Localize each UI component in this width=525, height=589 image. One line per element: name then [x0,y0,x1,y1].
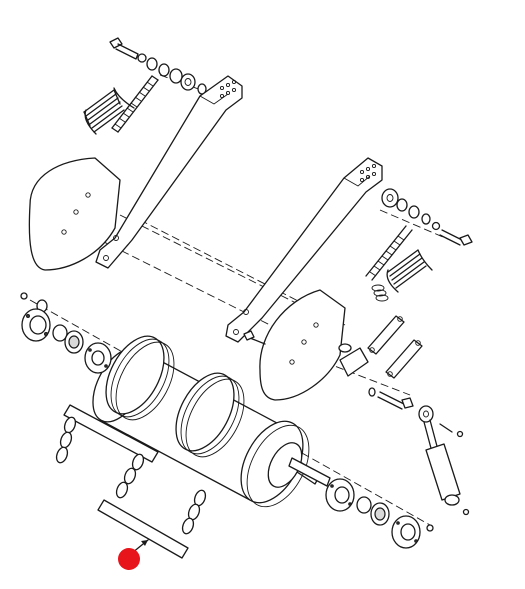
chain-guard-bracket [55,404,207,559]
flange-bearing-right-1 [325,478,355,512]
left-support-arm [95,75,243,269]
link-bar-upper [367,315,405,355]
shock-bolt [368,387,414,410]
nut-plate-right [338,343,352,353]
washer-right-small [431,221,441,231]
nut-small [146,57,158,71]
washer-right-large [381,188,399,208]
shock-bottom-eye [444,494,460,506]
bolt-left-top [109,37,139,60]
washer-medium [169,68,183,84]
bolt-right-top [439,229,473,246]
chain-segment-middle [115,453,145,499]
upper-left-bolt-stack [83,37,207,135]
lock-washer-right [408,205,420,219]
threaded-rod-left [111,75,159,133]
right-bearing-assembly [325,478,434,549]
spring-left-top [83,87,135,135]
spring-right [386,249,433,293]
flange-bearing-right-2 [391,515,421,549]
lock-washer [158,63,170,77]
washer-small [137,53,147,63]
flange-bearing-left [21,308,51,342]
drum-rib-2 [175,372,235,452]
drum-end-hub [267,442,303,488]
drum-rib-1 [105,335,165,415]
bracket-right [339,347,369,377]
washer-large [180,73,196,91]
chain-segment-left [55,416,77,464]
shock-absorber [368,387,470,516]
bearing-ring-right [356,496,372,514]
bolt-right-end [426,524,434,532]
shock-body [425,443,461,501]
bearing-ring-left [52,324,68,342]
washer-right-medium [396,198,408,212]
bolt-left-end [20,292,28,300]
left-bearing-assembly [20,292,112,374]
highlight-marker[interactable] [118,548,140,570]
link-bar-lower [385,339,423,379]
chain-segment-right [181,489,207,535]
bracket-lower-rail [97,499,189,559]
bracket-upper-rail [63,404,159,463]
threaded-rod-right [365,225,413,281]
small-spring-coil [371,284,389,302]
right-scraper-plate [243,289,369,401]
bolt-plate-left [243,330,266,345]
flange-plate-left [84,342,112,374]
shock-top-eye [418,405,434,423]
main-roller-drum [92,335,331,508]
right-bolt-stack [365,188,473,302]
left-scraper-plate [28,157,121,271]
drum-axle [288,457,331,487]
nut-right [421,213,431,225]
right-support-arm [225,157,383,343]
